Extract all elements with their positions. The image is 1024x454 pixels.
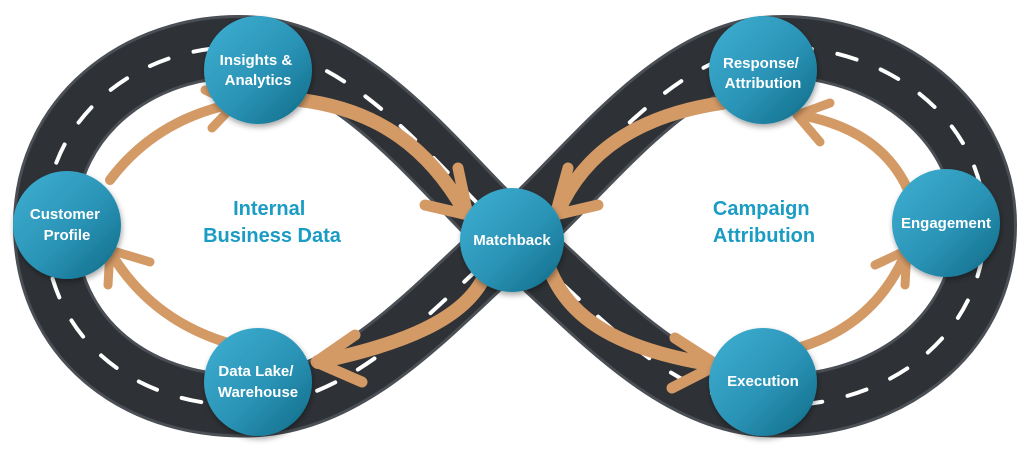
node-label: Engagement <box>901 215 991 232</box>
node-matchback[interactable]: Matchback <box>460 188 564 292</box>
node-label-line: Insights & <box>220 52 293 69</box>
arrow-datalake-to-customer <box>103 245 240 350</box>
node-circle[interactable] <box>460 188 564 292</box>
region-line: Campaign <box>713 198 810 220</box>
node-circle[interactable] <box>892 169 1000 277</box>
node-execution[interactable]: Execution <box>709 328 817 436</box>
region-line: Attribution <box>713 225 815 247</box>
node-label-line: Customer <box>30 206 100 223</box>
node-label: Matchback <box>473 232 551 249</box>
node-circle[interactable] <box>204 328 312 436</box>
node-label: Insights & Analytics <box>220 52 297 89</box>
node-label-line: Attribution <box>725 75 802 92</box>
node-circle[interactable] <box>13 171 121 279</box>
node-circle[interactable] <box>204 16 312 124</box>
node-label-line: Data Lake/ <box>218 363 294 380</box>
region-line: Business Data <box>203 225 342 247</box>
node-circle[interactable] <box>709 16 817 124</box>
node-label-line: Profile <box>44 227 91 244</box>
arrow-execution-to-engagement <box>785 245 912 355</box>
node-label-line: Engagement <box>901 215 991 232</box>
node-label-line: Matchback <box>473 232 551 249</box>
node-label: Data Lake/ Warehouse <box>218 363 298 401</box>
region-line: Internal <box>233 198 305 220</box>
node-label: Response/ Attribution <box>723 55 803 92</box>
node-response[interactable]: Response/ Attribution <box>709 16 817 124</box>
node-circle[interactable] <box>709 328 817 436</box>
arrow-engagement-to-response <box>792 98 913 195</box>
node-label: Customer Profile <box>30 206 104 244</box>
region-campaign-attribution: Campaign Attribution <box>713 198 815 247</box>
node-label: Execution <box>727 373 799 390</box>
node-label-line: Analytics <box>225 72 292 89</box>
node-insights[interactable]: Insights & Analytics <box>204 16 312 124</box>
node-label-line: Execution <box>727 373 799 390</box>
node-data-lake[interactable]: Data Lake/ Warehouse <box>204 328 312 436</box>
node-engagement[interactable]: Engagement <box>892 169 1000 277</box>
node-label-line: Response/ <box>723 55 800 72</box>
node-label-line: Warehouse <box>218 384 298 401</box>
region-internal-business-data: Internal Business Data <box>203 198 342 247</box>
arrow-matchback-to-datalake <box>310 268 492 388</box>
node-customer-profile[interactable]: Customer Profile <box>13 171 121 279</box>
